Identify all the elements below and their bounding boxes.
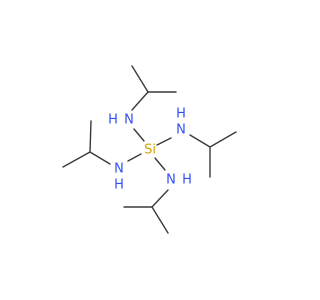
- atom-n-left: N: [114, 162, 124, 177]
- structure-canvas: Si N H N H N H N H: [62, 65, 237, 234]
- atom-h-right: H: [176, 107, 186, 122]
- bond-si-n-left: [127, 153, 142, 162]
- bond-si-n-top: [133, 128, 145, 142]
- atom-n-bottom: N: [166, 173, 176, 188]
- bond-n-top-ch: [131, 91, 149, 111]
- bond-top-ch-me1: [131, 65, 149, 93]
- atom-h-bottom: H: [182, 173, 192, 188]
- atom-si: Si: [144, 143, 156, 158]
- atom-h-left: H: [114, 178, 124, 193]
- bond-si-n-bottom: [154, 157, 166, 171]
- bond-bottom-ch-me2: [151, 206, 169, 234]
- bond-left-ch-me2: [62, 151, 91, 168]
- bonds: [62, 65, 237, 234]
- bond-si-n-right: [156, 137, 172, 146]
- atom-h-top: H: [108, 113, 118, 128]
- bond-right-ch-me1: [209, 131, 237, 148]
- atom-labels: Si N H N H N H N H: [108, 107, 192, 193]
- bond-n-left-ch: [89, 151, 111, 165]
- bond-left-ch-me1: [89, 120, 92, 153]
- atom-n-top: N: [124, 113, 134, 128]
- atom-n-right: N: [176, 123, 186, 138]
- bond-n-right-ch: [189, 134, 211, 148]
- bond-n-bottom-ch: [151, 189, 169, 208]
- molecule-diagram: Si N H N H N H N H: [62, 65, 237, 234]
